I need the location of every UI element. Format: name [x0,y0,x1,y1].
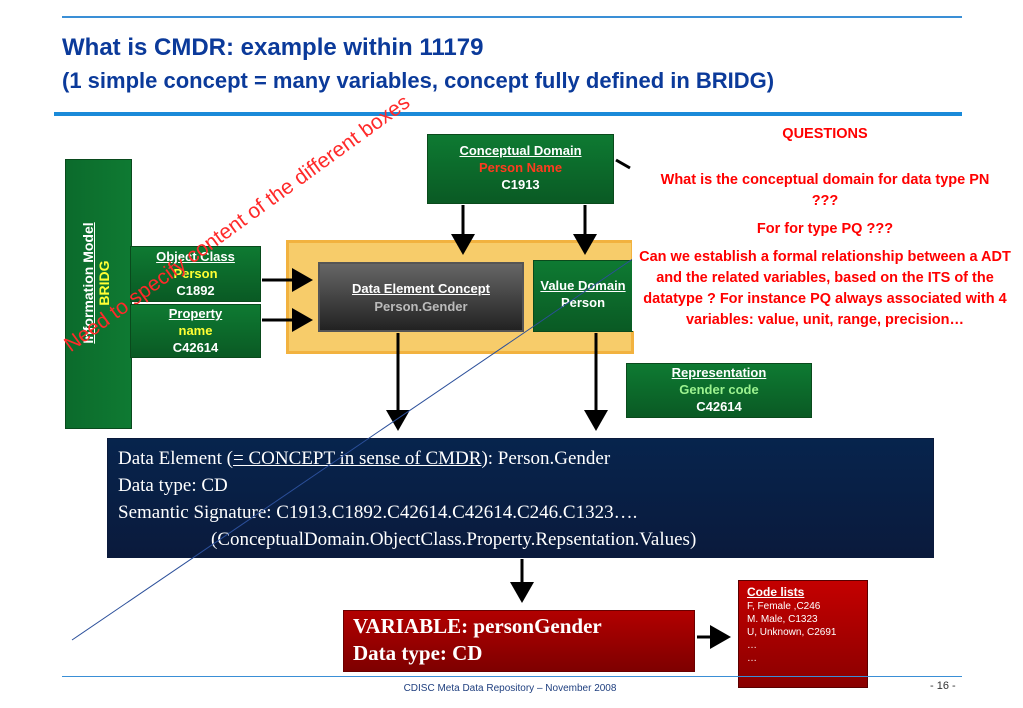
data-element-concept-box: Data Element Concept Person.Gender [318,262,524,332]
variable-name: VARIABLE: personGender [353,614,602,638]
question-2: For for type PQ ??? [756,221,894,237]
representation-code: C42614 [696,399,742,414]
code-lists-box: Code lists F, Female ,C246 M. Male, C132… [738,580,868,688]
property-name: name [178,323,213,338]
code-list-item: … [747,653,757,664]
code-list-item: U, Unknown, C2691 [747,627,837,638]
data-element-suffix: ): Person.Gender [481,448,611,469]
questions-panel: QUESTIONS What is the conceptual domain … [632,124,1018,331]
data-element-type: Data type: CD [118,475,228,496]
value-domain-box: Value Domain Person [533,260,633,332]
value-domain-title: Value Domain [540,278,626,293]
object-class-name: Person [173,266,218,281]
question-3: Can we establish a formal relationship b… [639,249,1011,328]
variable-box: VARIABLE: personGender Data type: CD [343,610,695,672]
code-list-item: M. Male, C1323 [747,614,818,625]
slide-subtitle: (1 simple concept = many variables, conc… [62,68,775,93]
property-code: C42614 [172,340,219,355]
code-list-item: F, Female ,C246 [747,601,821,612]
questions-spacer [632,145,1018,170]
questions-heading: QUESTIONS [782,126,868,142]
representation-box: Representation Gender code C42614 [626,363,812,418]
diagonal-guide-line [71,219,691,641]
code-lists-title: Code lists [747,585,805,599]
semantic-signature: Semantic Signature: C1913.C1892.C42614.C… [118,502,638,523]
conceptual-domain-name: Person Name [478,160,563,175]
slide-title: What is CMDR: example within 11179 [62,34,484,61]
footer-rule [62,676,962,677]
data-element-line: Data Element (= CONCEPT in sense of CMDR… [118,445,933,472]
property-title: Property [168,306,223,321]
variable-type: Data type: CD [353,641,483,665]
code-list-item: … [747,640,757,651]
representation-name: Gender code [679,382,759,397]
footer-text: CDISC Meta Data Repository – November 20… [403,683,617,694]
signature-legend: (ConceptualDomain.ObjectClass.Property.R… [211,529,697,550]
representation-title: Representation [671,365,767,380]
question-1: What is the conceptual domain for data t… [660,172,990,209]
property-box: Property name C42614 [130,304,261,358]
object-class-title: Object Class [156,249,235,264]
data-element-concept-name: Person.Gender [374,299,468,314]
data-element-box: Data Element (= CONCEPT in sense of CMDR… [107,438,934,558]
top-rule [62,16,962,18]
object-class-code: C1892 [176,283,215,298]
object-class-box: Object Class Person C1892 [130,246,261,302]
data-element-concept-title: Data Element Concept [352,281,490,296]
cd-side-connector [615,158,631,170]
title-separator [54,112,962,116]
value-domain-name: Person [560,295,606,310]
data-element-prefix: Data Element ( [118,448,234,469]
conceptual-domain-code: C1913 [501,177,540,192]
conceptual-domain-title: Conceptual Domain [459,143,582,158]
conceptual-domain-box: Conceptual Domain Person Name C1913 [427,134,614,204]
concept-link[interactable]: = CONCEPT in sense of CMDR [233,448,482,469]
page-number: - 16 - [930,680,956,692]
